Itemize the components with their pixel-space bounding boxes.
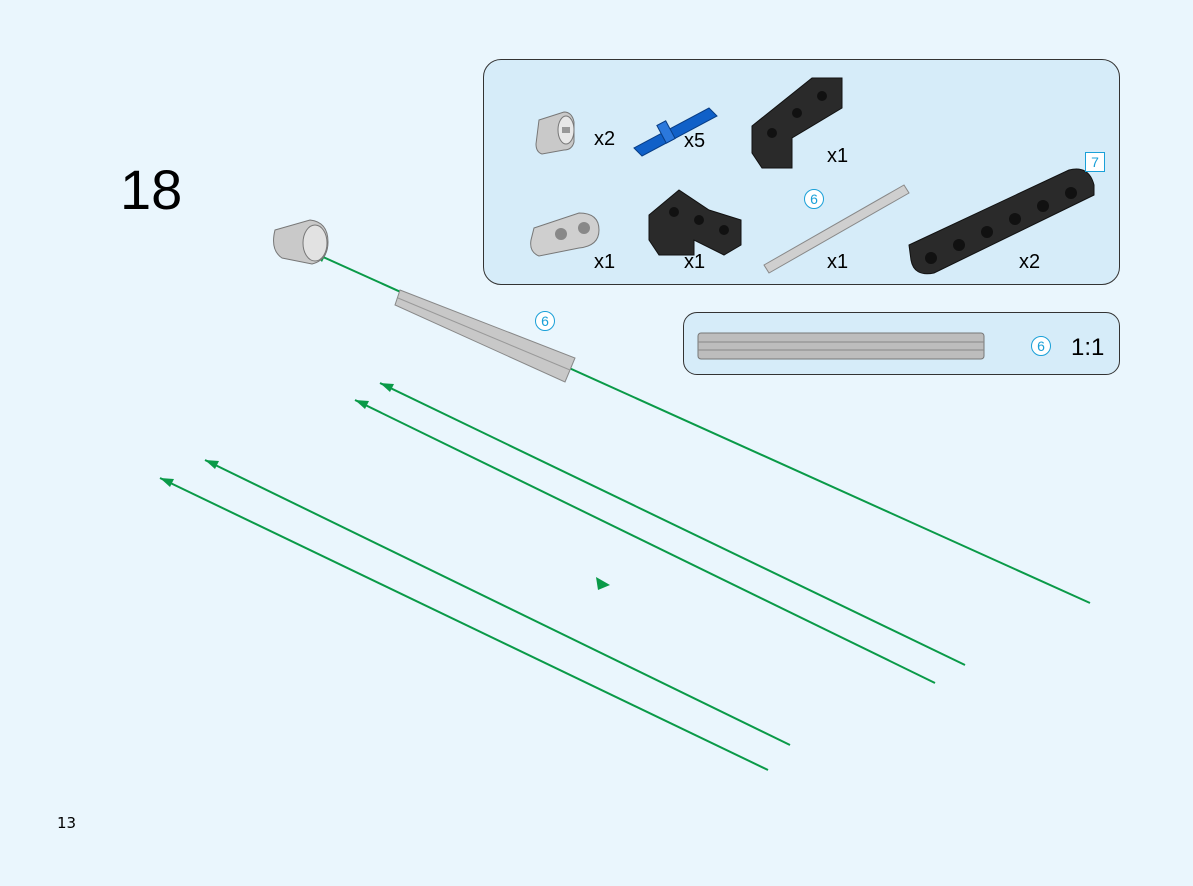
scale-length-callout: 6	[1031, 336, 1051, 356]
beam-7-icon	[908, 168, 1095, 275]
scale-label: 1:1	[1071, 334, 1105, 361]
t-beam-icon	[648, 189, 742, 256]
connector-peg-icon	[535, 111, 575, 155]
scale-reference-panel: 6 1:1	[683, 312, 1120, 375]
qty-angled-beam: x1	[827, 145, 849, 167]
page-number: 13	[57, 814, 77, 832]
qty-beam-7: x2	[1019, 251, 1041, 273]
assembly-axle-length-callout: 6	[535, 311, 555, 331]
axle-pin-icon	[633, 107, 718, 157]
qty-connector-peg: x2	[594, 128, 616, 150]
double-connector-icon	[530, 212, 600, 257]
bushing-left-icon	[273, 219, 329, 265]
axle-length-callout: 6	[804, 189, 824, 209]
angled-beam-icon	[751, 77, 843, 169]
qty-t-beam: x1	[684, 251, 706, 273]
qty-axle: x1	[827, 251, 849, 273]
axle-6-icon	[394, 289, 576, 383]
qty-double-connector: x1	[594, 251, 616, 273]
axle-scale-illustration	[697, 332, 985, 360]
step-number: 18	[120, 158, 183, 221]
guide-arrowheads	[160, 252, 610, 590]
parts-list-illustrations	[530, 77, 1095, 275]
qty-axle-pin: x5	[684, 130, 706, 152]
beam-length-callout: 7	[1085, 152, 1105, 172]
parts-list-panel: x2 x5 x1 x2 x1 x1 x1 6 7	[483, 59, 1120, 285]
